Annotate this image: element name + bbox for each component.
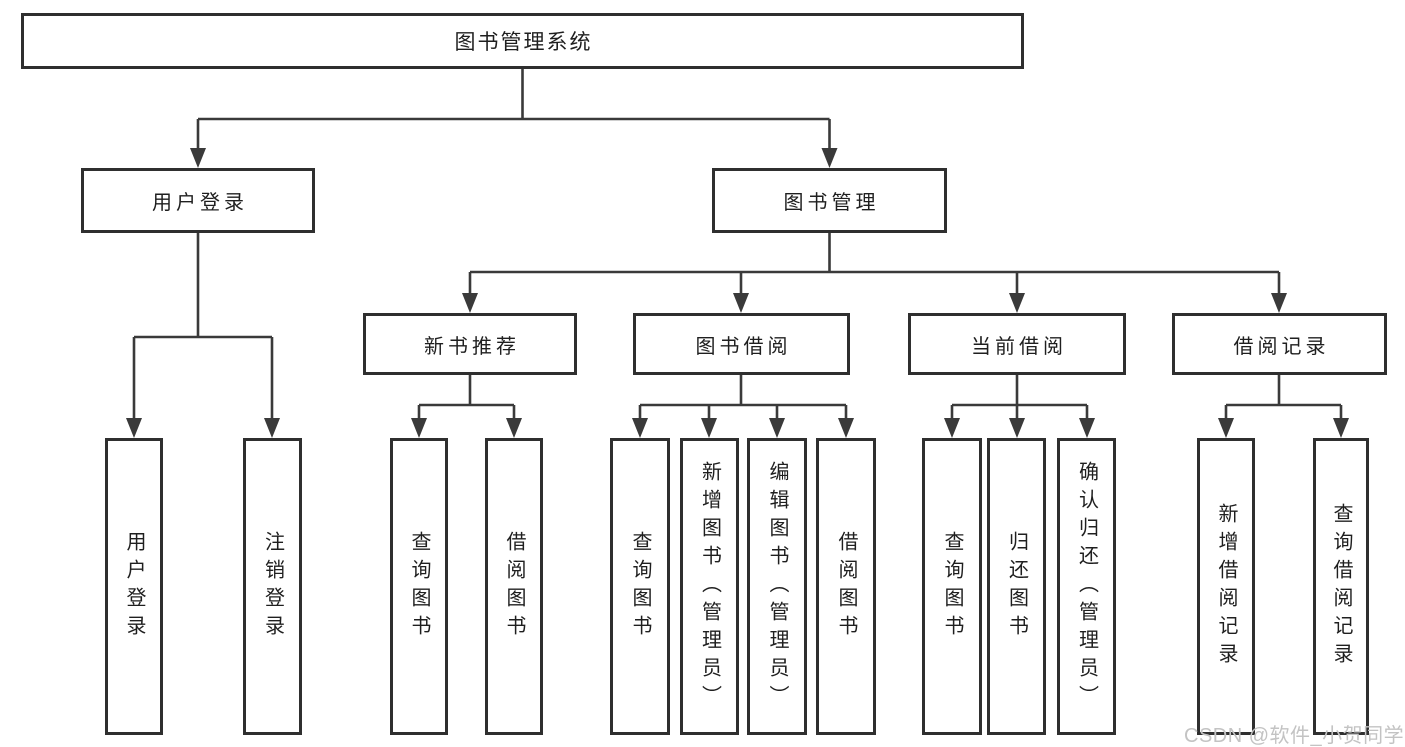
connector-borrow-records-to-leaves	[1224, 375, 1343, 420]
arrowhead	[944, 418, 960, 438]
node-label: 查询图书	[941, 530, 963, 643]
leaf-borrow-books-recommend: 借阅图书	[485, 438, 543, 735]
node-label: 确认归还（管理员）	[1075, 460, 1098, 713]
leaf-query-books-current: 查询图书	[922, 438, 982, 735]
arrowhead	[1079, 418, 1095, 438]
connector-current-borrow-to-leaves	[950, 375, 1089, 420]
node-label: 图书管理系统	[454, 31, 593, 54]
arrowhead	[1271, 293, 1287, 313]
arrowhead	[701, 418, 717, 438]
connector-book-borrow-to-leaves	[638, 375, 848, 420]
arrowhead	[1009, 293, 1025, 313]
node-label: 查询借阅记录	[1330, 502, 1352, 671]
arrowhead	[264, 418, 280, 438]
arrowheads	[126, 148, 1349, 438]
node-label: 归还图书	[1005, 530, 1028, 643]
csdn-watermark: CSDN @软件_小贺同学	[1184, 725, 1405, 747]
arrowhead	[1009, 418, 1025, 438]
node-current-borrow: 当前借阅	[908, 313, 1126, 375]
node-label: 用户登录	[123, 530, 145, 643]
node-label: 当前借阅	[971, 335, 1067, 358]
node-borrow-records: 借阅记录	[1172, 313, 1387, 375]
leaf-confirm-return-admin: 确认归还（管理员）	[1057, 438, 1116, 735]
leaf-query-books-recommend: 查询图书	[390, 438, 448, 735]
leaf-edit-book-admin: 编辑图书（管理员）	[747, 438, 807, 735]
arrowhead	[126, 418, 142, 438]
node-label: 编辑图书（管理员）	[766, 460, 788, 713]
node-label: 借阅记录	[1233, 335, 1330, 358]
leaf-query-borrow-record: 查询借阅记录	[1313, 438, 1369, 735]
node-label: 用户登录	[152, 192, 248, 214]
arrowhead	[506, 418, 522, 438]
node-label: 图书管理	[783, 192, 880, 214]
arrowhead	[1333, 418, 1349, 438]
node-label: 新增借阅记录	[1215, 502, 1237, 671]
node-user-login: 用户登录	[81, 168, 315, 233]
node-library-management-system: 图书管理系统	[21, 13, 1024, 69]
node-label: 图书借阅	[695, 335, 792, 358]
leaf-borrow-book: 借阅图书	[816, 438, 876, 735]
arrowhead	[733, 293, 749, 313]
arrowhead	[632, 418, 648, 438]
leaf-return-book: 归还图书	[987, 438, 1046, 735]
node-label: 借阅图书	[835, 530, 857, 643]
node-label: 查询图书	[408, 530, 430, 643]
leaf-logout: 注销登录	[243, 438, 302, 735]
leaf-query-books-borrow: 查询图书	[610, 438, 670, 735]
node-label: 新增图书（管理员）	[698, 460, 721, 713]
arrowhead	[821, 148, 838, 168]
connector-root-to-level2	[196, 69, 831, 150]
connector-book-mgmt-to-level3	[468, 233, 1281, 295]
node-new-book-recommend: 新书推荐	[363, 313, 577, 375]
arrowhead	[769, 418, 785, 438]
node-book-management: 图书管理	[712, 168, 947, 233]
connector-new-book-rec-to-leaves	[417, 375, 516, 420]
connector-user-login-to-leaves	[132, 233, 274, 420]
arrowhead	[1218, 418, 1234, 438]
arrowhead	[462, 293, 478, 313]
node-label: 借阅图书	[503, 530, 525, 643]
leaf-user-login: 用户登录	[105, 438, 163, 735]
node-label: 新书推荐	[424, 335, 520, 358]
leaf-add-borrow-record: 新增借阅记录	[1197, 438, 1255, 735]
arrowhead	[838, 418, 854, 438]
node-book-borrow: 图书借阅	[633, 313, 850, 375]
arrowhead	[411, 418, 427, 438]
arrowhead	[190, 148, 206, 168]
node-label: 注销登录	[261, 530, 284, 643]
leaf-add-book-admin: 新增图书（管理员）	[680, 438, 739, 735]
node-label: 查询图书	[629, 530, 651, 643]
